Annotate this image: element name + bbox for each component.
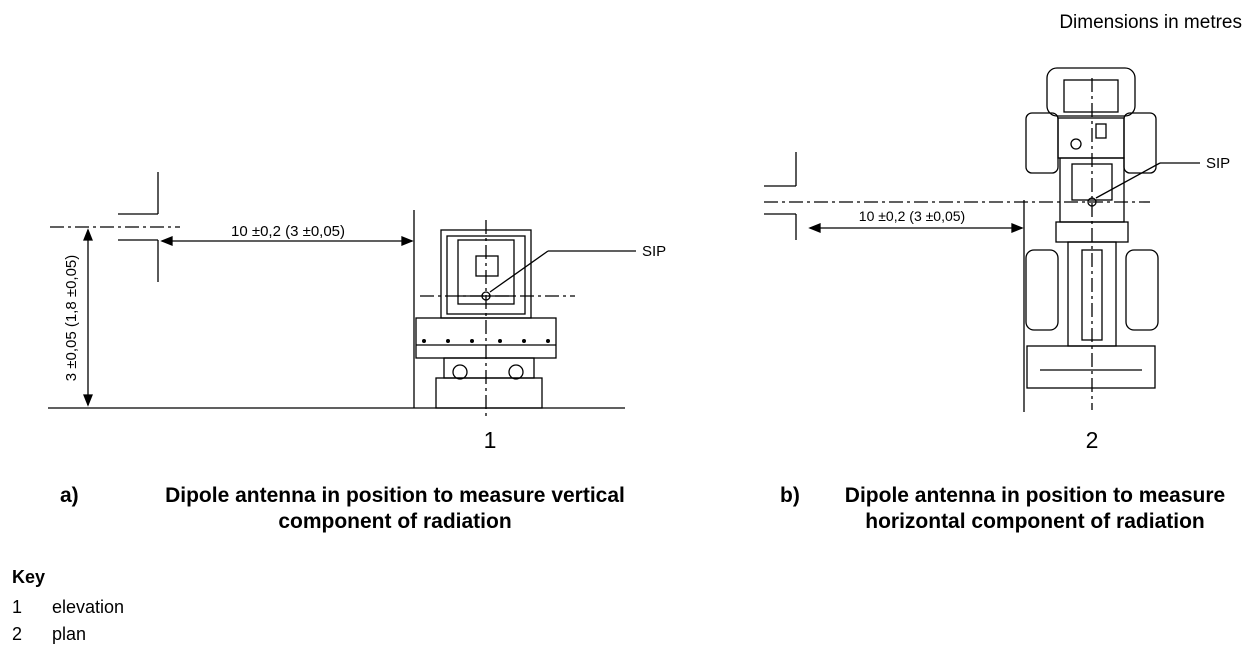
machine-elevation: [415, 220, 636, 420]
machine-plan: [1025, 67, 1200, 410]
sip-leader-a: [489, 250, 549, 293]
caption-b-text: Dipole antenna in position to measure ho…: [844, 484, 1226, 533]
view-number-2: 2: [1086, 427, 1099, 453]
key-item-number: 1: [12, 597, 23, 617]
key-item-label: plan: [52, 624, 87, 644]
key-item: 2 plan: [12, 621, 124, 648]
key-legend: Key 1 elevation 2 plan: [12, 567, 124, 648]
key-title: Key: [12, 567, 46, 587]
key-item-label: elevation: [52, 597, 125, 617]
distance-dimension-line-b: [808, 200, 1025, 412]
sip-label-b: SIP: [1206, 155, 1230, 172]
sip-point-b: [1087, 197, 1097, 207]
units-note: Dimensions in metres: [1059, 12, 1242, 33]
caption-b-letter: b): [780, 484, 800, 507]
figure-b-plan: [764, 67, 1200, 412]
caption-b: b) Dipole antenna in position to measure…: [780, 483, 1240, 535]
sip-leader-b: [1095, 162, 1161, 199]
horizontal-distance-label-a: 10 ±0,2 (3 ±0,05): [231, 223, 345, 240]
key-item: 1 elevation: [12, 594, 124, 621]
caption-a-text: Dipole antenna in position to measure ve…: [165, 484, 625, 533]
height-dimension-line: [83, 228, 93, 407]
caption-a: a) Dipole antenna in position to measure…: [60, 483, 680, 535]
vertical-height-label-a: 3 ±0,05 (1,8 ±0,05): [63, 255, 80, 382]
sip-label-a: SIP: [642, 243, 666, 260]
horizontal-distance-label-b: 10 ±0,2 (3 ±0,05): [859, 208, 965, 224]
figure-a-elevation: [48, 172, 636, 420]
key-item-number: 2: [12, 624, 23, 644]
dipole-antenna-vertical: [50, 172, 180, 282]
distance-dimension-line-a: [160, 210, 415, 408]
caption-a-letter: a): [60, 484, 79, 507]
dipole-antenna-horizontal: [764, 152, 1150, 240]
view-number-1: 1: [484, 427, 497, 453]
sip-point-a: [481, 291, 491, 301]
